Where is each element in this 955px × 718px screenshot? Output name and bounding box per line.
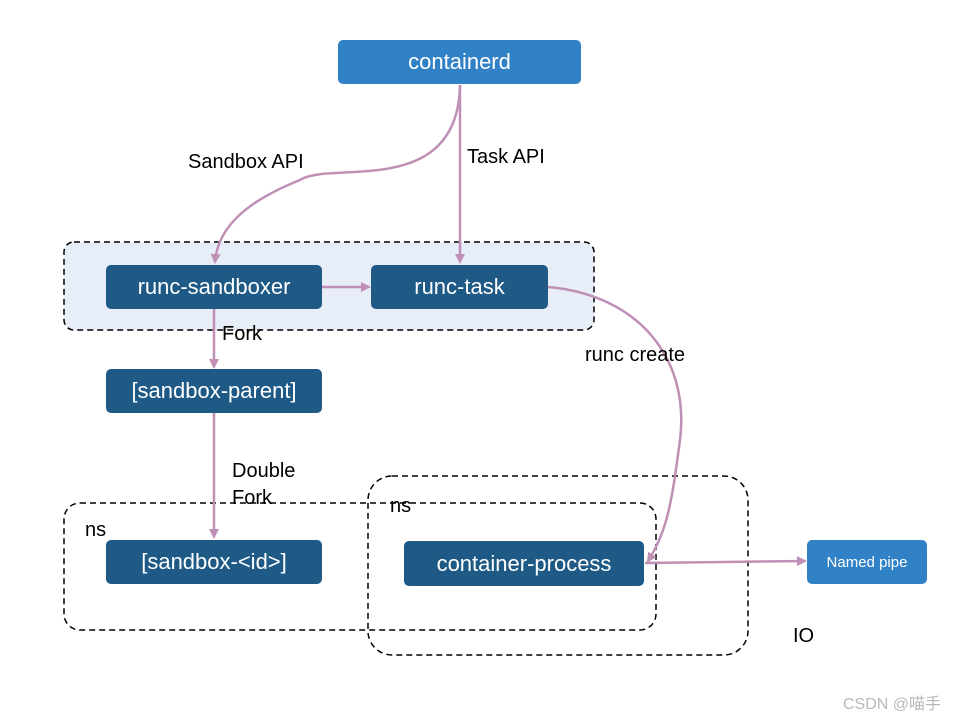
label-double-fork-line2: Fork xyxy=(232,487,272,509)
label-io: IO xyxy=(793,625,815,647)
arrow-runc-create xyxy=(547,285,683,563)
label-double-fork-line1: Double xyxy=(232,460,296,482)
label-task-api: Task API xyxy=(467,146,545,168)
node-runc-task: runc-task xyxy=(371,265,548,309)
node-runc-sandboxer: runc-sandboxer xyxy=(106,265,322,309)
arrow-io xyxy=(644,556,807,567)
ns-box-left xyxy=(63,502,657,631)
label-fork: Fork xyxy=(222,323,262,345)
node-named-pipe: Named pipe xyxy=(807,540,927,584)
node-containerd: containerd xyxy=(338,40,581,84)
label-sandbox-api: Sandbox API xyxy=(188,151,304,173)
label-ns-right: ns xyxy=(390,495,412,517)
node-sandbox-parent: [sandbox-parent] xyxy=(106,369,322,413)
label-ns-left: ns xyxy=(85,519,107,541)
node-container-process: container-process xyxy=(404,541,644,586)
arrow-sandbox-api xyxy=(210,84,462,264)
label-runc-create: runc create xyxy=(585,344,686,366)
watermark: CSDN @喵手 xyxy=(843,696,942,713)
ns-box-right xyxy=(367,475,749,656)
node-sandbox-id: [sandbox-<id>] xyxy=(106,540,322,584)
